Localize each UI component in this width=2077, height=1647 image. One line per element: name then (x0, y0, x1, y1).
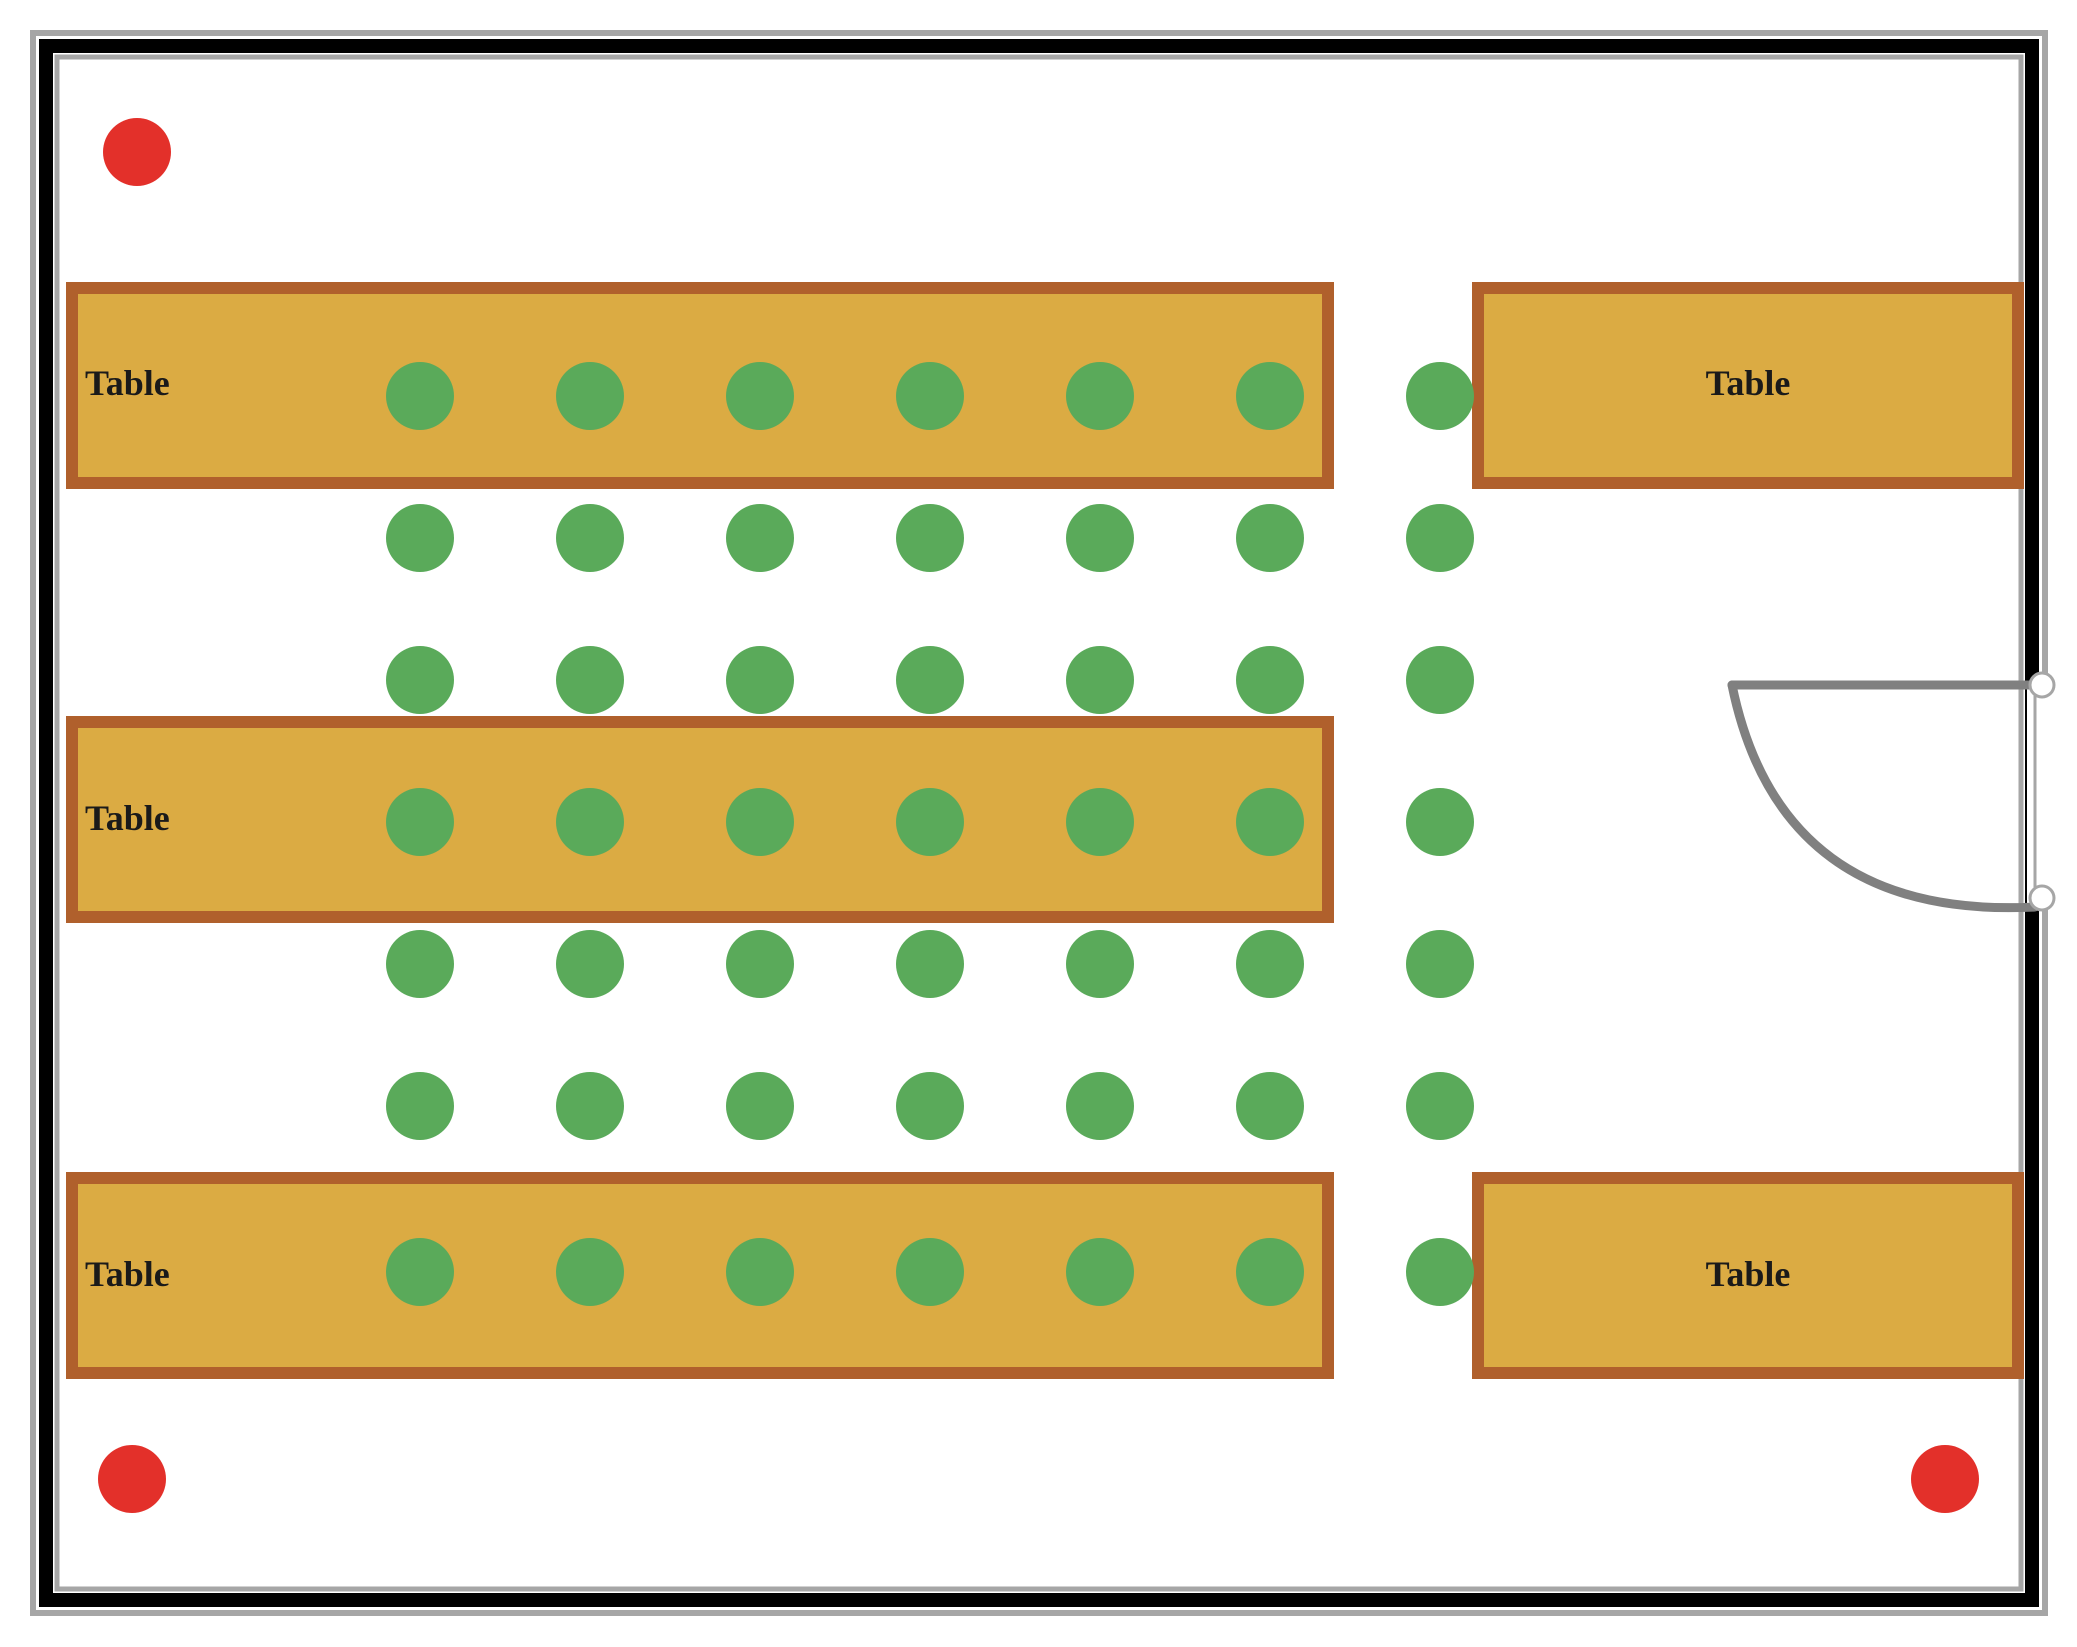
seat-icon (556, 930, 624, 998)
seat-icon (1066, 1238, 1134, 1306)
seat-icon (1406, 930, 1474, 998)
red-dot-icon (98, 1445, 166, 1513)
seat-icon (1066, 362, 1134, 430)
seat-icon (1236, 788, 1304, 856)
seat-icon (556, 1238, 624, 1306)
table-top-right: Table (1472, 282, 2024, 489)
table-middle: Table (66, 716, 1334, 923)
seat-icon (1236, 504, 1304, 572)
seat-icon (386, 362, 454, 430)
red-dot-icon (103, 118, 171, 186)
seat-icon (1406, 362, 1474, 430)
door-hinge-top (2028, 671, 2056, 699)
seat-icon (386, 504, 454, 572)
table-top-left: Table (66, 282, 1334, 489)
seat-icon (726, 1072, 794, 1140)
seat-icon (896, 930, 964, 998)
seat-icon (556, 1072, 624, 1140)
seat-icon (556, 646, 624, 714)
seat-icon (1406, 646, 1474, 714)
seat-icon (1406, 1072, 1474, 1140)
table-label: Table (85, 1254, 170, 1294)
seat-icon (1066, 646, 1134, 714)
table-label: Table (85, 363, 170, 403)
seat-icon (726, 788, 794, 856)
seat-icon (1236, 1238, 1304, 1306)
room-wall-inner-trim (54, 54, 2024, 1592)
seat-icon (1066, 788, 1134, 856)
seat-icon (1236, 1072, 1304, 1140)
seat-icon (896, 788, 964, 856)
seat-icon (386, 1238, 454, 1306)
seat-icon (896, 646, 964, 714)
seat-icon (726, 362, 794, 430)
table-label: Table (85, 798, 170, 838)
seat-icon (726, 930, 794, 998)
table-shape (66, 716, 1334, 923)
seats-group (386, 362, 1474, 1306)
table-label: Table (1706, 363, 1791, 403)
seat-icon (386, 788, 454, 856)
seat-icon (386, 1072, 454, 1140)
seat-icon (1236, 362, 1304, 430)
seat-icon (1406, 504, 1474, 572)
seat-icon (556, 788, 624, 856)
table-shape (1472, 1172, 2024, 1379)
table-bottom-left: Table (66, 1172, 1334, 1379)
seat-icon (556, 504, 624, 572)
seat-icon (896, 1238, 964, 1306)
seat-icon (1406, 788, 1474, 856)
seat-icon (1066, 1072, 1134, 1140)
seat-icon (386, 930, 454, 998)
seat-icon (556, 362, 624, 430)
seat-icon (896, 1072, 964, 1140)
seat-icon (896, 504, 964, 572)
door-hinge-bottom (2028, 884, 2056, 912)
seat-icon (1406, 1238, 1474, 1306)
table-shape (66, 282, 1334, 489)
seat-icon (726, 646, 794, 714)
seat-icon (726, 504, 794, 572)
table-label: Table (1706, 1254, 1791, 1294)
seat-icon (1066, 504, 1134, 572)
seat-icon (386, 646, 454, 714)
table-shape (66, 1172, 1334, 1379)
door-icon (1727, 671, 2056, 913)
seat-icon (896, 362, 964, 430)
door-swing-arc (1727, 680, 2040, 913)
seat-icon (1066, 930, 1134, 998)
table-bottom-right: Table (1472, 1172, 2024, 1379)
table-shape (1472, 282, 2024, 489)
seat-icon (1236, 646, 1304, 714)
seat-icon (1236, 930, 1304, 998)
red-dot-icon (1911, 1445, 1979, 1513)
seat-icon (726, 1238, 794, 1306)
